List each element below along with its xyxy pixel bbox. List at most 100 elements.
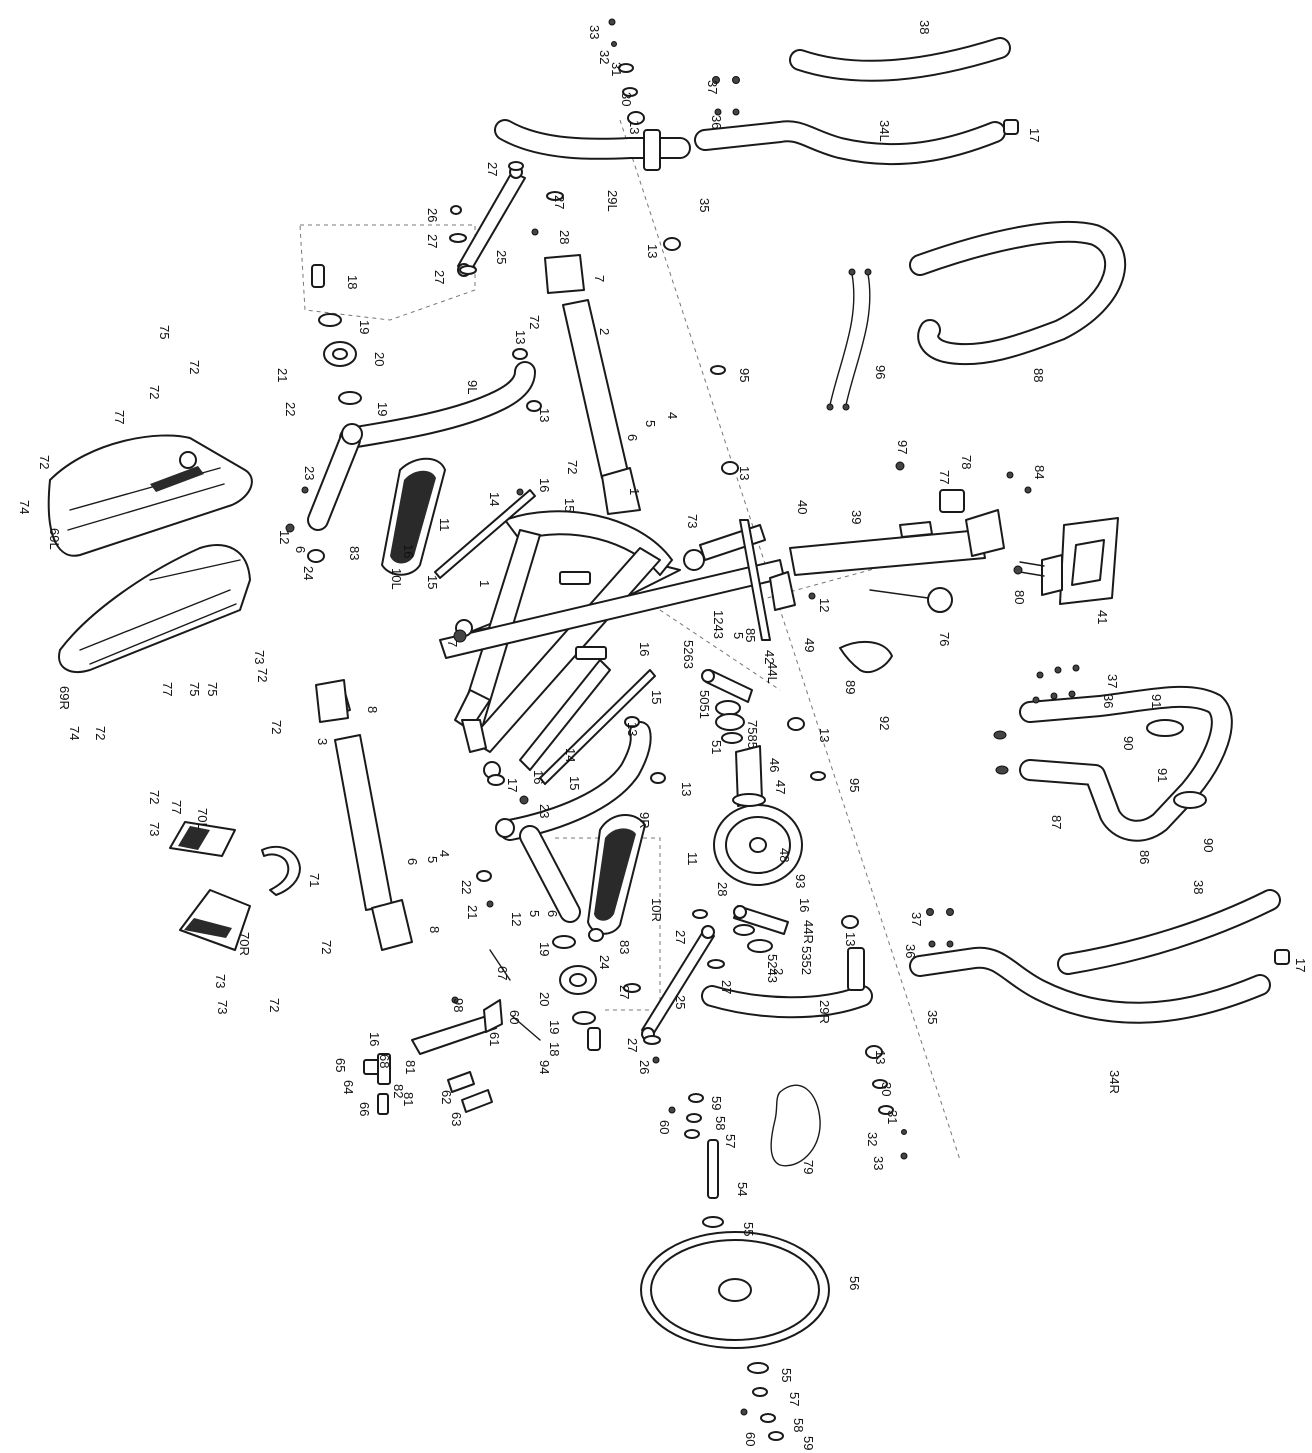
- part-callout-13: 13: [737, 466, 752, 480]
- cable-96: [826, 268, 872, 411]
- part-callout-36: 36: [1101, 694, 1116, 708]
- part-callout-91: 91: [1155, 768, 1170, 782]
- part-callout-19: 19: [357, 320, 372, 334]
- part-callout-60: 60: [657, 1120, 672, 1134]
- part-callout-92: 92: [877, 716, 892, 730]
- part-callout-5: 5: [527, 910, 542, 917]
- main-frame-1: [439, 510, 785, 779]
- part-callout-72: 72: [269, 720, 284, 734]
- part-callout-13: 13: [625, 722, 640, 736]
- part-callout-36: 36: [709, 115, 724, 129]
- part-callout-8: 8: [365, 706, 380, 713]
- part-callout-12: 12: [509, 912, 524, 926]
- handlebar-34L: [694, 119, 1019, 166]
- part-callout-29L: 29L: [605, 190, 620, 212]
- part-callout-35: 35: [925, 1010, 940, 1024]
- part-callout-17: 17: [1293, 958, 1308, 972]
- part-callout-39: 39: [849, 510, 864, 524]
- part-callout-31: 31: [885, 1110, 900, 1124]
- part-callout-47: 47: [773, 780, 788, 794]
- part-callout-97: 97: [895, 440, 910, 454]
- part-callout-95: 95: [847, 778, 862, 792]
- bearings-center: [715, 700, 773, 953]
- part-callout-1: 1: [477, 580, 492, 587]
- part-callout-16: 16: [637, 642, 652, 656]
- part-callout-6: 6: [625, 434, 640, 441]
- assembly-guides: [299, 119, 981, 1161]
- rear-post-3: [315, 679, 413, 951]
- part-callout-5: 5: [425, 856, 440, 863]
- part-callout-13: 13: [627, 120, 642, 134]
- part-callout-77: 77: [160, 682, 175, 696]
- part-callout-15: 15: [649, 690, 664, 704]
- shaft-54: [702, 1139, 769, 1374]
- part-callout-89: 89: [843, 680, 858, 694]
- part-callout-9R: 9R: [637, 812, 652, 829]
- part-callout-10R: 10R: [649, 898, 664, 922]
- part-callout-64: 64: [341, 1080, 356, 1094]
- axle-47: [732, 745, 766, 807]
- part-callout-98: 98: [451, 998, 466, 1012]
- part-callout-16: 16: [797, 898, 812, 912]
- brake-assembly: [363, 949, 541, 1115]
- part-callout-35: 35: [697, 198, 712, 212]
- part-callout-69L: 69L: [47, 528, 62, 550]
- part-callout-34L: 34L: [877, 120, 892, 142]
- shroud-69L: [47, 434, 253, 557]
- part-callout-51: 51: [709, 740, 724, 754]
- part-callout-69R: 69R: [57, 686, 72, 710]
- part-callout-49: 49: [802, 638, 817, 652]
- handle-86: [993, 685, 1233, 842]
- crank-arm-44R: [733, 905, 789, 935]
- part-callout-11: 11: [685, 852, 700, 866]
- part-callout-28: 28: [557, 230, 572, 244]
- part-callout-72: 72: [147, 790, 162, 804]
- part-callout-32: 32: [865, 1132, 880, 1146]
- part-callout-30: 30: [879, 1082, 894, 1096]
- part-callout-29R: 29R: [817, 1000, 832, 1024]
- part-callout-13: 13: [513, 330, 528, 344]
- part-callout-71: 71: [307, 873, 322, 887]
- part-callout-72: 72: [267, 998, 282, 1012]
- part-callout-62: 62: [439, 1090, 454, 1104]
- part-callout-96: 96: [873, 365, 888, 379]
- part-callout-13: 13: [817, 728, 832, 742]
- part-callout-16: 16: [537, 478, 552, 492]
- shroud-69R: [58, 544, 251, 673]
- part-callout-82: 82: [391, 1084, 406, 1098]
- part-callout-74: 74: [67, 726, 82, 740]
- part-callout-61: 61: [487, 1032, 502, 1046]
- part-callout-38: 38: [1191, 880, 1206, 894]
- lower-arm-29R: [701, 947, 873, 1019]
- part-callout-37: 37: [909, 912, 924, 926]
- part-callout-70L: 70L: [195, 808, 210, 830]
- part-callout-2: 2: [597, 328, 612, 335]
- part-callout-48: 48: [777, 848, 792, 862]
- part-callout-34R: 34R: [1107, 1070, 1122, 1094]
- part-callout-16: 16: [401, 544, 416, 558]
- part-callout-3: 3: [315, 738, 330, 745]
- part-callout-33: 33: [871, 1156, 886, 1170]
- part-callout-33: 33: [587, 25, 602, 39]
- crank-pulley-48: [713, 804, 803, 886]
- part-callout-40: 40: [795, 500, 810, 514]
- part-callout-5352: 5352: [799, 946, 814, 975]
- part-callout-1243: 1243: [711, 610, 726, 639]
- part-callout-72: 72: [147, 385, 162, 399]
- part-callout-7: 7: [445, 640, 460, 647]
- pedal-cover-70L: [169, 821, 236, 857]
- part-callout-11: 11: [437, 518, 452, 532]
- part-callout-6: 6: [405, 858, 420, 865]
- part-callout-83: 83: [347, 546, 362, 560]
- part-callout-9L: 9L: [465, 380, 480, 394]
- part-callout-42: 42: [762, 650, 777, 664]
- part-callout-27: 27: [719, 980, 734, 994]
- bracket-77: [939, 489, 1005, 557]
- part-callout-41: 41: [1095, 610, 1110, 624]
- part-callout-21: 21: [465, 905, 480, 919]
- part-callout-72: 72: [565, 460, 580, 474]
- part-callout-73: 73: [252, 650, 267, 664]
- part-callout-75: 75: [157, 325, 172, 339]
- part-callout-17: 17: [505, 778, 520, 792]
- part-callout-19: 19: [375, 402, 390, 416]
